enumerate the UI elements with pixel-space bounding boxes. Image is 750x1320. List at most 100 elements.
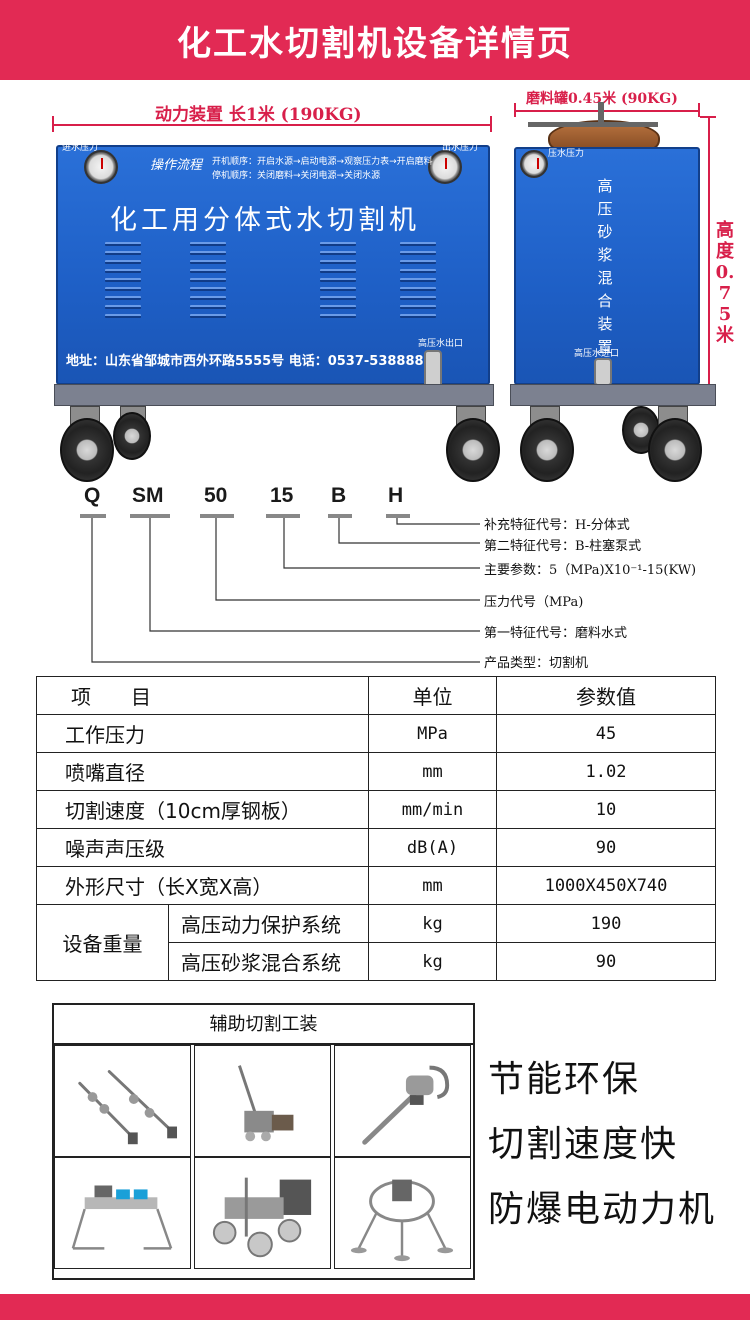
machine-name: 化工用分体式水切割机 <box>110 205 420 236</box>
code-description-params: 主要参数：5（MPa)X10⁻¹-15(KW) <box>484 563 697 578</box>
dimension-tick <box>698 103 700 117</box>
power-unit-dimension-line <box>52 124 492 126</box>
feature-explosion-proof-motor: 防爆电动力机 <box>488 1189 717 1230</box>
wheel-icon <box>446 418 500 482</box>
vent-grille <box>190 242 226 318</box>
header-value: 参数值 <box>496 676 716 715</box>
magnetic-crawler-icon <box>212 1177 312 1258</box>
header-unit: 单位 <box>368 676 497 715</box>
dimension-tick <box>490 116 492 132</box>
spec-item: 工作压力 <box>36 714 369 753</box>
mixer-base-frame <box>510 384 716 406</box>
wheel-icon <box>60 418 114 482</box>
spec-table: 项 目 单位 参数值 工作压力 MPa 45 喷嘴直径 mm 1.02 切割速度… <box>36 676 716 981</box>
tool-image-pipe-cutter <box>194 1045 331 1157</box>
code-underline <box>266 514 300 518</box>
spec-unit: kg <box>368 904 497 943</box>
inlet-label: 高压水进口 <box>574 349 620 359</box>
tool-image-magnetic-crawler <box>194 1157 331 1269</box>
code-letter-q: Q <box>84 484 101 507</box>
hopper-handle <box>528 122 658 127</box>
code-description-b: 第二特征代号：B-柱塞泵式 <box>484 539 642 554</box>
header-item: 项 目 <box>36 676 369 715</box>
spec-item: 噪声声压级 <box>36 828 369 867</box>
vent-grille <box>105 242 141 318</box>
spec-item: 高压砂浆混合系统 <box>168 942 369 981</box>
code-letter-param: 15 <box>270 484 294 507</box>
vent-grille <box>320 242 356 318</box>
high-pressure-outlet-icon <box>424 350 442 388</box>
inlet-pressure-gauge-icon <box>84 150 118 184</box>
code-underline <box>386 514 410 518</box>
high-pressure-inlet-icon <box>594 358 612 386</box>
tooling-panel: 辅助切割工装 <box>52 1003 475 1280</box>
cutting-lance-icon <box>78 1070 178 1145</box>
spec-unit: mm/min <box>368 790 497 829</box>
vent-grille <box>400 242 436 318</box>
mixer-pressure-gauge-icon <box>520 150 548 178</box>
tank-dimension-line <box>514 110 700 112</box>
clamp-head-icon <box>362 1065 450 1145</box>
operation-flow-title: 操作流程 <box>150 158 203 173</box>
dimension-tick <box>52 116 54 132</box>
spec-value: 190 <box>496 904 716 943</box>
power-unit-dimension-label: 动力装置 长1米 (190KG) <box>155 105 362 125</box>
tool-image-ring-cutter <box>334 1157 471 1269</box>
mixer-cabinet <box>514 147 700 385</box>
height-dimension-label: 高度0.75米 <box>715 220 735 346</box>
startup-sequence: 开机顺序：开启水源→启动电源→观察压力表→开启磨料 <box>212 157 433 167</box>
company-address: 地址：山东省邹城市西外环路5555号 电话：0537-5388888 <box>66 354 433 369</box>
height-dimension-line <box>708 116 710 386</box>
spec-unit: dB(A) <box>368 828 497 867</box>
shutdown-sequence: 停机顺序：关闭磨料→关闭电源→关闭水源 <box>212 171 381 181</box>
spec-unit: mm <box>368 752 497 791</box>
mixer-vertical-label: 高压砂浆混合装置 <box>597 177 613 356</box>
hopper-handle <box>598 102 604 124</box>
spec-row: 外形尺寸（长X宽X高） mm 1000X450X740 <box>36 866 716 905</box>
spec-header-row: 项 目 单位 参数值 <box>36 676 716 715</box>
spec-item: 外形尺寸（长X宽X高） <box>36 866 369 905</box>
code-underline <box>130 514 170 518</box>
code-letter-sm: SM <box>132 484 164 507</box>
weight-label: 设备重量 <box>36 904 169 981</box>
code-underline <box>200 514 234 518</box>
ring-cutter-icon <box>350 1179 454 1262</box>
tool-image-flat-cutting-cart <box>54 1157 191 1269</box>
spec-value: 1.02 <box>496 752 716 791</box>
code-letter-h: H <box>388 484 404 507</box>
spec-item: 高压动力保护系统 <box>168 904 369 943</box>
code-underline <box>80 514 106 518</box>
spec-unit: MPa <box>368 714 497 753</box>
spec-value: 10 <box>496 790 716 829</box>
gauge-label: 压水压力 <box>548 149 585 159</box>
tooling-title: 辅助切割工装 <box>54 1005 473 1045</box>
feature-fast-cutting: 切割速度快 <box>488 1124 679 1165</box>
product-illustration: 动力装置 长1米 (190KG) 磨料罐0.45米 (90KG) 高度0.75米… <box>0 80 750 510</box>
spec-row: 噪声声压级 dB(A) 90 <box>36 828 716 867</box>
spec-row: 设备重量 高压动力保护系统 kg 190 <box>36 904 716 981</box>
wheel-icon <box>648 418 702 482</box>
spec-value: 45 <box>496 714 716 753</box>
page-footer-bar <box>0 1294 750 1320</box>
outlet-pressure-gauge-icon <box>428 150 462 184</box>
page-title: 化工水切割机设备详情页 <box>177 23 573 64</box>
outlet-label: 高压水出口 <box>418 339 464 349</box>
pipe-cutter-icon <box>238 1065 294 1142</box>
code-description-h: 补充特征代号：H-分体式 <box>484 518 630 533</box>
code-letter-b: B <box>331 484 347 507</box>
tool-image-cutting-lances <box>54 1045 191 1157</box>
tool-image-clamp-head <box>334 1045 471 1157</box>
model-code-diagram: Q SM 50 15 B H 补充特征代号：H-分体式 第二特征代号：B-柱塞泵… <box>0 480 750 675</box>
power-unit-cabinet <box>56 145 490 385</box>
spec-value: 90 <box>496 828 716 867</box>
dimension-tick <box>700 116 716 118</box>
flat-cutting-cart-icon <box>71 1185 173 1250</box>
gauge-label: 进水压力 <box>62 143 99 153</box>
spec-value: 1000X450X740 <box>496 866 716 905</box>
spec-item: 喷嘴直径 <box>36 752 369 791</box>
spec-row: 切割速度（10cm厚钢板） mm/min 10 <box>36 790 716 829</box>
code-description-q: 产品类型：切割机 <box>484 656 589 671</box>
spec-unit: mm <box>368 866 497 905</box>
page-header: 化工水切割机设备详情页 <box>0 0 750 80</box>
spec-value: 90 <box>496 942 716 981</box>
